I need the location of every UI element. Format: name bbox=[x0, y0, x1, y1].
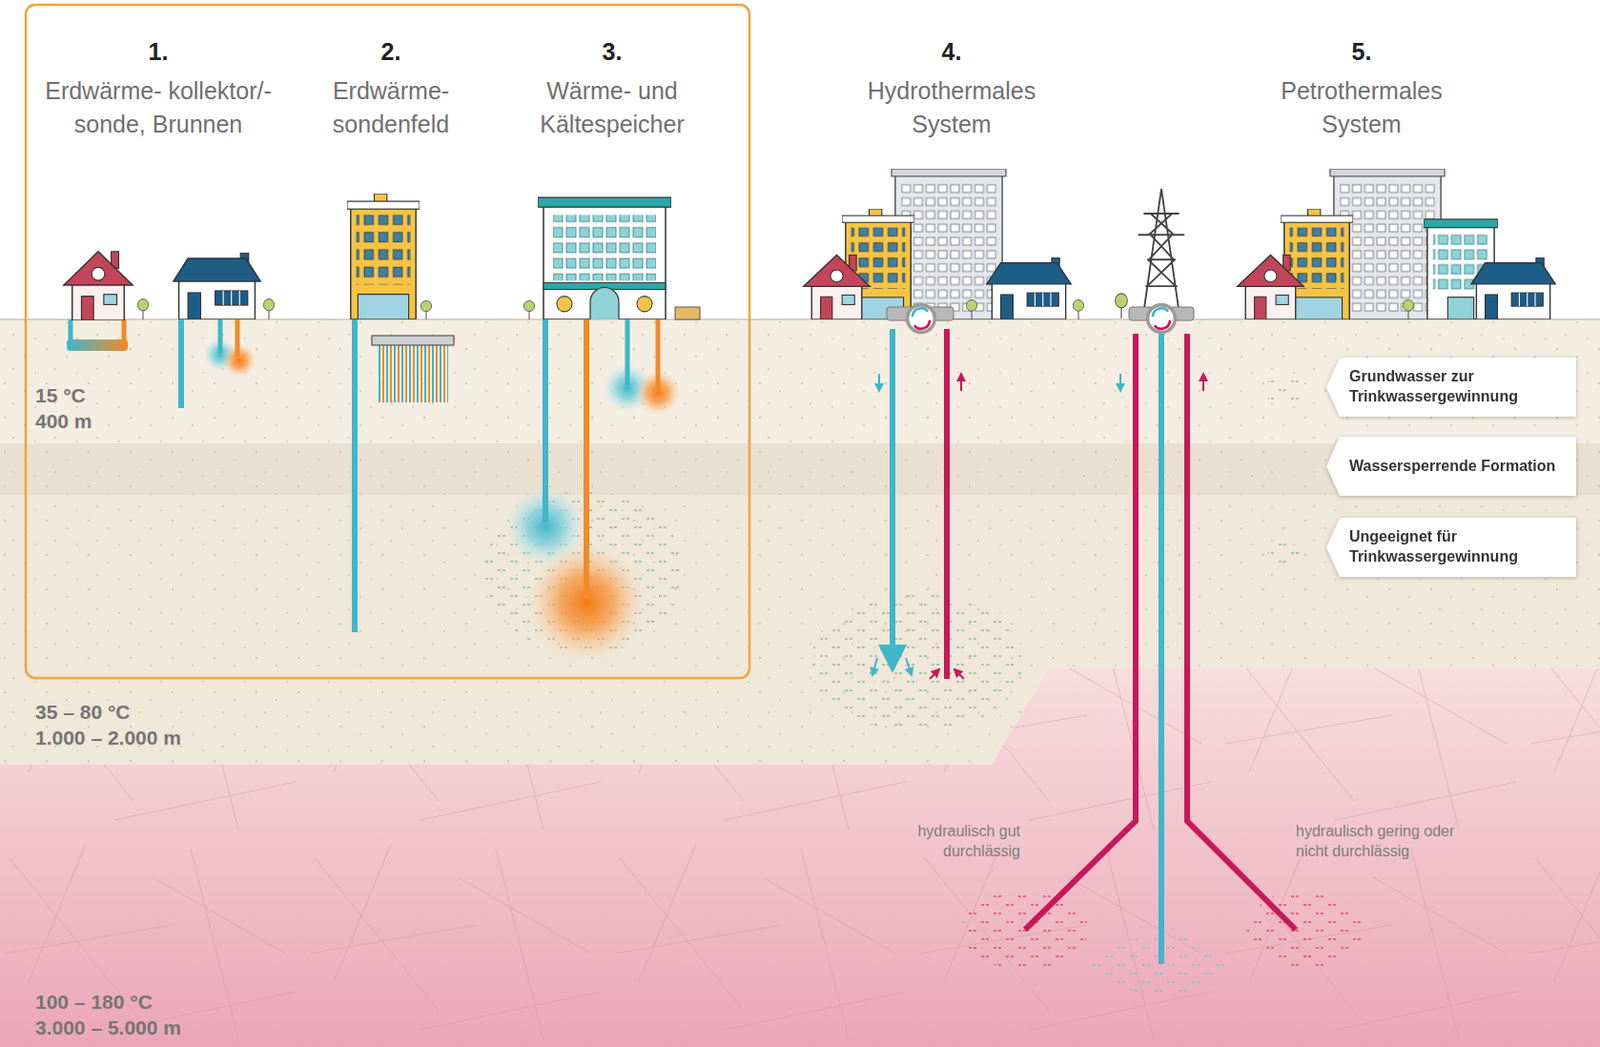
section-number: 1. bbox=[129, 38, 187, 66]
legend-entry: Wassersperrende Formation bbox=[1326, 436, 1577, 496]
legend-box: Ungeeignet für Trinkwassergewinnung bbox=[1326, 517, 1577, 577]
legend-entry: Grundwasser zur Trinkwassergewinnung bbox=[1326, 357, 1577, 417]
section-title: Petrothermales System bbox=[1251, 74, 1472, 142]
legend-text: Ungeeignet für Trinkwassergewinnung bbox=[1349, 527, 1567, 568]
temperature-label: 35 – 80 °C bbox=[35, 699, 130, 724]
section-title: Hydrothermales System bbox=[841, 74, 1062, 142]
depth-label: 3.000 – 5.000 m bbox=[35, 1015, 182, 1040]
legend-text: Wassersperrende Formation bbox=[1349, 456, 1556, 477]
section-title: Erdwärme- sondenfeld bbox=[309, 74, 472, 142]
section-title: Erdwärme- kollektor/-sonde, Brunnen bbox=[43, 74, 273, 142]
temperature-label: 100 – 180 °C bbox=[35, 989, 153, 1014]
depth-label: 400 m bbox=[35, 409, 93, 433]
section-number: 5. bbox=[1333, 38, 1391, 66]
section-number: 4. bbox=[923, 38, 981, 66]
section-number: 2. bbox=[362, 38, 420, 66]
temperature-label: 15 °C bbox=[35, 383, 86, 408]
legend-entry: Ungeeignet für Trinkwassergewinnung bbox=[1326, 517, 1577, 577]
legend-text: Grundwasser zur Trinkwassergewinnung bbox=[1349, 367, 1567, 408]
section-number: 3. bbox=[583, 38, 641, 66]
rock-note: hydraulisch gut durchlässig bbox=[886, 821, 1021, 862]
legend-box: Grundwasser zur Trinkwassergewinnung bbox=[1326, 357, 1577, 417]
section-title: Wärme- und Kältespeicher bbox=[521, 74, 703, 142]
legend-box: Wassersperrende Formation bbox=[1326, 436, 1577, 496]
rock-note: hydraulisch gering oder nicht durchlässi… bbox=[1295, 821, 1460, 862]
depth-label: 1.000 – 2.000 m bbox=[35, 725, 182, 750]
